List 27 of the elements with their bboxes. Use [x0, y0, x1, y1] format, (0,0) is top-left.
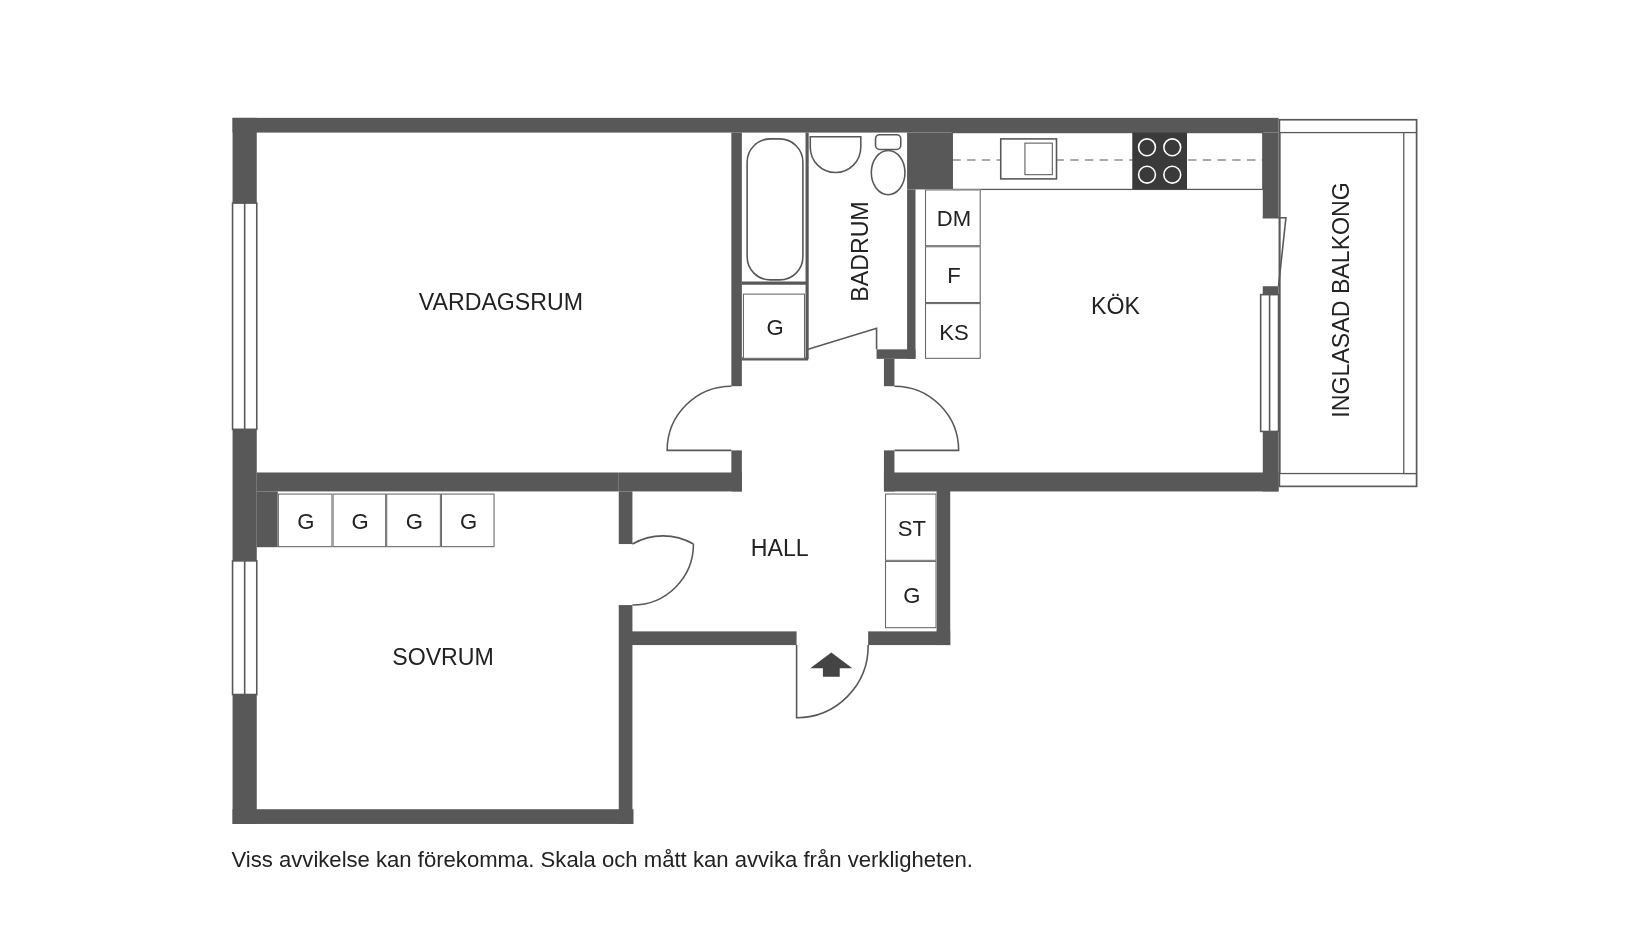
closet-label: G: [459, 508, 478, 535]
closet-outline: [924, 246, 981, 304]
closet-outline: [924, 189, 981, 247]
room-label: KÖK: [1091, 292, 1140, 320]
room-label: VARDAGSRUM: [418, 289, 583, 317]
closet-outline: [386, 493, 441, 548]
room-label: HALL: [750, 534, 809, 562]
closet-outline: [924, 303, 981, 359]
closet-outline: [277, 493, 332, 548]
closet-label: G: [903, 582, 921, 609]
closet-outline: [742, 293, 805, 359]
closet-label: G: [405, 508, 423, 535]
closet-outline: [885, 560, 937, 629]
closet-label: G: [297, 508, 315, 535]
closet-outline: [440, 493, 495, 548]
closet-label: G: [351, 508, 369, 535]
closet-label: KS: [939, 319, 969, 345]
closet-label: DM: [936, 206, 972, 232]
room-label: SOVRUM: [392, 644, 494, 672]
caption-text: Viss avvikelse kan förekomma. Skala och mått kan avvika från verkligheten.: [231, 847, 973, 873]
room-label: BADRUM: [847, 201, 875, 302]
closet-outline: [332, 493, 387, 548]
closet-label: G: [766, 314, 784, 340]
closet-label: ST: [897, 515, 926, 541]
closet-outline: [885, 493, 937, 561]
closet-label: F: [947, 263, 961, 289]
room-label: INGLASAD BALKONG: [1328, 182, 1356, 418]
